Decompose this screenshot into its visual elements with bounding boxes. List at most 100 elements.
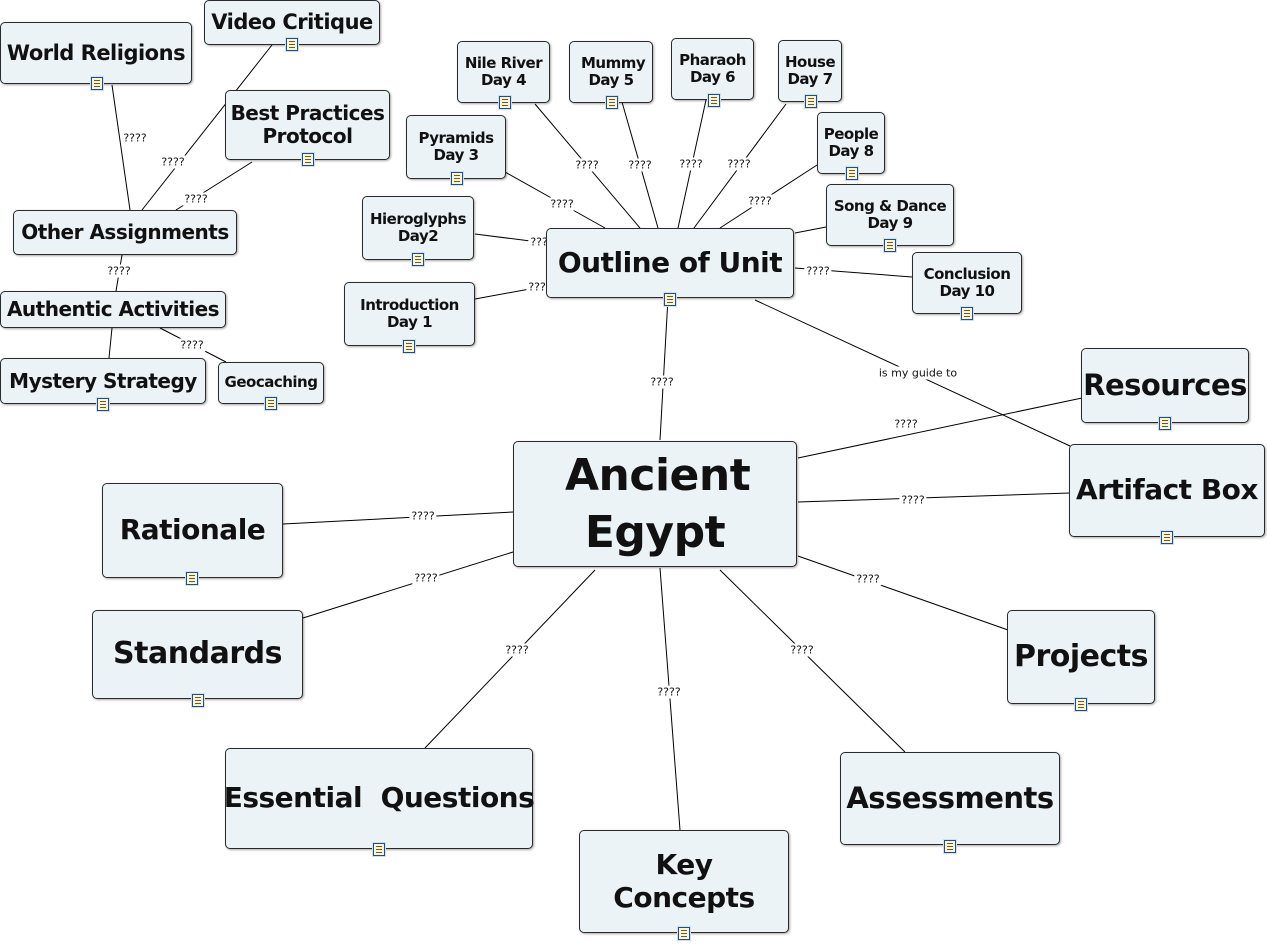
node-assessments[interactable]: Assessments [840,752,1060,853]
node-label: Outline of Unit [557,245,783,279]
node-introduction-day-1[interactable]: Introduction Day 1 [344,282,475,353]
document-icon[interactable] [265,397,277,410]
document-icon[interactable] [678,927,690,940]
node-nile-river-day-4[interactable]: Nile River Day 4 [457,41,550,109]
document-icon[interactable] [286,38,298,51]
node-standards[interactable]: Standards [92,610,303,707]
link-label: is my guide to [876,366,960,380]
node-label: Video Critique [211,10,373,35]
node-house-day-7[interactable]: House Day 7 [778,40,842,108]
node-mummy-day-5[interactable]: Mummy Day 5 [569,41,653,109]
node-label: People Day 8 [823,124,879,160]
node-other-assignments[interactable]: Other Assignments [13,210,237,255]
node-label: Resources [1083,367,1247,402]
node-outline-of-unit[interactable]: Outline of Unit [546,228,794,306]
link-label: ???? [677,157,705,171]
node-label: Nile River Day 4 [464,53,543,89]
node-label: Standards [113,636,282,672]
node-label: Mystery Strategy [9,368,197,393]
document-icon[interactable] [805,95,817,108]
document-icon[interactable] [708,94,720,107]
document-icon[interactable] [664,293,676,306]
document-icon[interactable] [499,96,511,109]
document-icon[interactable] [944,840,956,853]
node-key-concepts[interactable]: Key Concepts [579,830,789,940]
node-label: Pharaoh Day 6 [679,50,746,86]
node-label: House Day 7 [785,52,836,88]
link-label: ???? [892,417,920,431]
node-label: Mummy Day 5 [581,53,646,89]
node-label: Rationale [119,513,266,547]
connector-line [108,327,113,359]
connector-line [302,551,514,619]
connector-line [797,492,1071,503]
node-label: Pyramids Day 3 [418,128,494,164]
document-icon[interactable] [412,253,424,266]
document-icon[interactable] [302,153,314,166]
connector-line [797,555,1009,631]
document-icon[interactable] [451,172,463,185]
connector-line [424,569,596,749]
node-label: Essential Questions [223,781,535,815]
connector-line [141,44,273,211]
link-label: ???? [854,572,882,586]
link-label: ???? [573,158,601,172]
node-authentic-activities[interactable]: Authentic Activities [0,291,226,328]
node-label: Key Concepts [613,848,755,914]
node-pyramids-day-3[interactable]: Pyramids Day 3 [406,115,506,185]
link-label: ???? [182,192,210,206]
connector-line [282,511,514,525]
node-label: Best Practices Protocol [230,101,385,148]
node-geocaching[interactable]: Geocaching [218,362,324,410]
node-conclusion-day-10[interactable]: Conclusion Day 10 [912,252,1022,320]
link-label: ???? [548,197,576,211]
document-icon[interactable] [1159,417,1171,430]
link-label: ???? [899,493,927,507]
node-label: World Religions [6,40,186,65]
document-icon[interactable] [97,398,109,411]
link-label: ???? [412,571,440,585]
link-label: ???? [804,264,832,278]
document-icon[interactable] [846,167,858,180]
document-icon[interactable] [1161,531,1173,544]
link-label: ???? [746,194,774,208]
document-icon[interactable] [373,843,385,856]
document-icon[interactable] [1075,698,1087,711]
node-best-practices-protocol[interactable]: Best Practices Protocol [225,90,390,166]
node-rationale[interactable]: Rationale [102,483,283,585]
node-label: Artifact Box [1076,473,1258,507]
node-label: Introduction Day 1 [360,295,459,331]
document-icon[interactable] [192,694,204,707]
node-hieroglyphs-day-2[interactable]: Hieroglyphs Day2 [362,196,474,266]
link-label: ???? [655,685,683,699]
document-icon[interactable] [91,77,103,90]
document-icon[interactable] [403,340,415,353]
document-icon[interactable] [606,96,618,109]
document-icon[interactable] [186,572,198,585]
node-song-dance-day-9[interactable]: Song & Dance Day 9 [826,184,954,252]
link-label: ???? [648,375,676,389]
node-video-critique[interactable]: Video Critique [204,0,380,51]
node-label: Conclusion Day 10 [923,264,1011,300]
link-label: ???? [503,643,531,657]
link-label: ???? [788,643,816,657]
node-mystery-strategy[interactable]: Mystery Strategy [0,358,206,411]
connector-line [659,567,681,831]
link-label: ???? [409,509,437,523]
node-resources[interactable]: Resources [1081,348,1249,430]
document-icon[interactable] [884,239,896,252]
node-essential-questions[interactable]: Essential Questions [224,748,535,856]
node-ancient-egypt[interactable]: Ancient Egypt [513,441,797,567]
node-label: Authentic Activities [6,297,220,321]
link-label: ???? [178,338,206,352]
node-projects[interactable]: Projects [1007,610,1155,711]
node-label: Other Assignments [21,220,229,244]
node-pharaoh-day-6[interactable]: Pharaoh Day 6 [671,38,754,107]
node-artifact-box[interactable]: Artifact Box [1069,444,1265,544]
link-label: ???? [725,157,753,171]
connector-line [719,569,906,753]
link-label: ???? [159,155,187,169]
node-world-religions[interactable]: World Religions [0,22,192,90]
node-people-day-8[interactable]: People Day 8 [817,112,885,180]
document-icon[interactable] [961,307,973,320]
